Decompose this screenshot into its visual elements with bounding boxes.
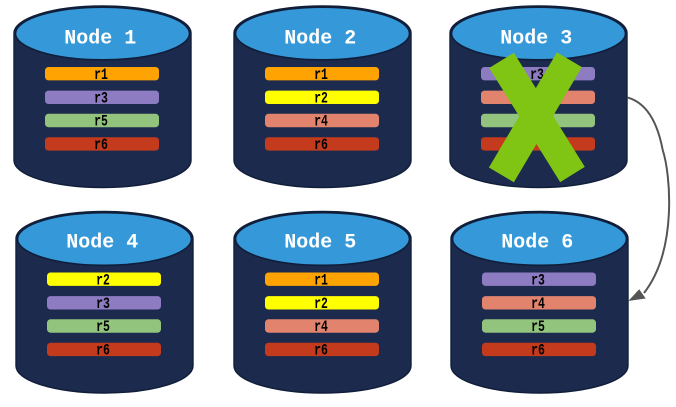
svg-text:r4: r4 — [314, 318, 328, 336]
svg-text:r5: r5 — [94, 113, 108, 131]
svg-text:r4: r4 — [314, 113, 328, 131]
svg-text:r4: r4 — [531, 295, 545, 313]
svg-text:r1: r1 — [314, 66, 328, 84]
svg-text:Node 1: Node 1 — [64, 28, 136, 51]
svg-text:Node 5: Node 5 — [284, 231, 356, 254]
svg-text:Node 4: Node 4 — [66, 231, 138, 254]
svg-text:Node 3: Node 3 — [500, 28, 572, 51]
svg-text:r6: r6 — [314, 136, 328, 154]
svg-text:r5: r5 — [96, 318, 110, 336]
svg-text:r3: r3 — [530, 66, 544, 84]
svg-text:r6: r6 — [96, 342, 110, 360]
svg-text:r2: r2 — [314, 89, 328, 107]
svg-text:r2: r2 — [96, 271, 110, 289]
svg-text:r3: r3 — [94, 89, 108, 107]
svg-text:r2: r2 — [314, 295, 328, 313]
svg-text:r3: r3 — [531, 271, 545, 289]
svg-text:r5: r5 — [531, 318, 545, 336]
svg-text:r1: r1 — [94, 66, 108, 84]
svg-text:r1: r1 — [314, 271, 328, 289]
svg-text:r6: r6 — [94, 136, 108, 154]
svg-text:Node 2: Node 2 — [284, 28, 356, 51]
svg-text:Node 6: Node 6 — [501, 231, 573, 254]
svg-text:r6: r6 — [531, 342, 545, 360]
svg-text:r6: r6 — [314, 342, 328, 360]
svg-text:r3: r3 — [96, 295, 110, 313]
